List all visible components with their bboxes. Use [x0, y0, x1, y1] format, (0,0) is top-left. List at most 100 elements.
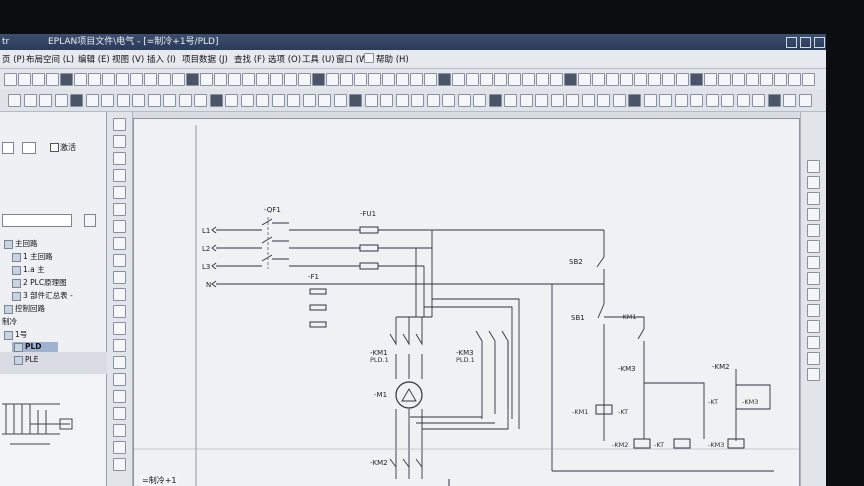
tree-item[interactable]: 制冷: [2, 317, 17, 326]
standard-tool-button-44[interactable]: [606, 73, 619, 86]
standard-tool-button-38[interactable]: [522, 73, 535, 86]
standard-tool-button-42[interactable]: [578, 73, 591, 86]
standard-tool-button-18[interactable]: [242, 73, 255, 86]
standard-tool-button-17[interactable]: [228, 73, 241, 86]
standard-tool-button-28[interactable]: [382, 73, 395, 86]
standard-tool-button-31[interactable]: [424, 73, 437, 86]
standard-tool-button-46[interactable]: [634, 73, 647, 86]
tree-item[interactable]: 3 部件汇总表 -: [12, 290, 73, 301]
draw-tool-button-5[interactable]: [113, 186, 126, 199]
standard-tool-button-29[interactable]: [396, 73, 409, 86]
standard-tool-button-34[interactable]: [466, 73, 479, 86]
standard-tool-button-10[interactable]: [130, 73, 143, 86]
symbol-tool-button-44[interactable]: [674, 94, 688, 107]
symbol-tool-button-50[interactable]: [767, 94, 781, 107]
standard-tool-button-37[interactable]: [508, 73, 521, 86]
symbol-tool-button-28[interactable]: [426, 94, 440, 107]
symbol-tool-button-9[interactable]: [132, 94, 145, 107]
standard-tool-button-39[interactable]: [536, 73, 549, 86]
standard-tool-button-23[interactable]: [312, 73, 325, 86]
standard-tool-button-22[interactable]: [298, 73, 311, 86]
filter-button[interactable]: [22, 142, 36, 154]
standard-tool-button-48[interactable]: [662, 73, 675, 86]
standard-tool-button-15[interactable]: [200, 73, 213, 86]
standard-tool-button-43[interactable]: [592, 73, 605, 86]
standard-tool-button-13[interactable]: [172, 73, 185, 86]
draw-tool-button-10[interactable]: [113, 271, 126, 284]
symbol-tool-button-36[interactable]: [550, 94, 564, 107]
draw-tool-button-15[interactable]: [113, 356, 126, 369]
draw-tool-button-11[interactable]: [113, 288, 126, 301]
draw-tool-button-4[interactable]: [113, 169, 126, 182]
standard-tool-button-40[interactable]: [550, 73, 563, 86]
draw-tool-button-16[interactable]: [113, 373, 126, 386]
standard-tool-button-30[interactable]: [410, 73, 423, 86]
symbol-tool-button-3[interactable]: [39, 94, 52, 107]
standard-tool-button-35[interactable]: [480, 73, 493, 86]
side-tool-button-1[interactable]: [807, 160, 820, 173]
draw-tool-button-3[interactable]: [113, 152, 126, 165]
symbol-tool-button-22[interactable]: [333, 94, 347, 107]
symbol-tool-button-16[interactable]: [240, 94, 254, 107]
menu-project-data[interactable]: 项目数据 (J): [182, 55, 228, 65]
symbol-tool-button-12[interactable]: [178, 94, 192, 107]
draw-tool-button-17[interactable]: [113, 390, 126, 403]
tree-item[interactable]: 1 主回路: [12, 251, 53, 262]
standard-tool-button-45[interactable]: [620, 73, 633, 86]
menu-page[interactable]: 页 (P): [2, 55, 25, 65]
standard-tool-button-51[interactable]: [704, 73, 717, 86]
symbol-tool-button-26[interactable]: [395, 94, 409, 107]
symbol-tool-button-51[interactable]: [783, 94, 796, 107]
symbol-tool-button-48[interactable]: [736, 94, 750, 107]
draw-tool-button-8[interactable]: [113, 237, 126, 250]
symbol-tool-button-29[interactable]: [442, 94, 455, 107]
menu-tools[interactable]: 工具 (U): [302, 55, 335, 65]
symbol-tool-button-52[interactable]: [798, 94, 812, 107]
standard-tool-button-49[interactable]: [676, 73, 689, 86]
symbol-tool-button-2[interactable]: [23, 94, 37, 107]
side-tool-button-10[interactable]: [807, 304, 820, 317]
standard-tool-button-11[interactable]: [144, 73, 157, 86]
standard-tool-button-55[interactable]: [760, 73, 773, 86]
draw-tool-button-1[interactable]: [113, 118, 126, 131]
search-options-button[interactable]: [84, 214, 96, 227]
draw-tool-button-2[interactable]: [113, 135, 126, 148]
tree-item[interactable]: 1.a 主: [12, 264, 45, 275]
schematic-canvas[interactable]: L1 L2 L3 N -QF1 -FU1: [133, 118, 800, 486]
side-tool-button-14[interactable]: [807, 368, 820, 381]
symbol-tool-button-40[interactable]: [612, 94, 626, 107]
menu-options[interactable]: 选项 (O): [268, 55, 302, 65]
symbol-tool-button-18[interactable]: [271, 94, 285, 107]
symbol-tool-button-43[interactable]: [659, 94, 672, 107]
symbol-tool-button-24[interactable]: [364, 94, 378, 107]
draw-tool-button-21[interactable]: [113, 458, 126, 471]
symbol-tool-button-46[interactable]: [705, 94, 719, 107]
symbol-tool-button-13[interactable]: [194, 94, 207, 107]
side-tool-button-11[interactable]: [807, 320, 820, 333]
search-input[interactable]: [2, 214, 72, 227]
menu-layout-space[interactable]: 布局空间 (L): [26, 55, 75, 65]
menu-window[interactable]: 窗口 (W): [336, 55, 371, 65]
standard-tool-button-24[interactable]: [326, 73, 339, 86]
draw-tool-button-13[interactable]: [113, 322, 126, 335]
menu-help[interactable]: 帮助 (H): [376, 55, 409, 65]
symbol-tool-button-21[interactable]: [318, 94, 331, 107]
symbol-tool-button-45[interactable]: [690, 94, 703, 107]
draw-tool-button-7[interactable]: [113, 220, 126, 233]
symbol-tool-button-32[interactable]: [488, 94, 502, 107]
standard-tool-button-20[interactable]: [270, 73, 283, 86]
standard-tool-button-2[interactable]: [18, 73, 31, 86]
standard-tool-button-57[interactable]: [788, 73, 801, 86]
side-tool-button-2[interactable]: [807, 176, 820, 189]
menu-find[interactable]: 查找 (F): [234, 55, 266, 65]
standard-tool-button-52[interactable]: [718, 73, 731, 86]
symbol-tool-button-30[interactable]: [457, 94, 471, 107]
draw-tool-button-6[interactable]: [113, 203, 126, 216]
side-tool-button-8[interactable]: [807, 272, 820, 285]
symbol-tool-button-33[interactable]: [504, 94, 517, 107]
symbol-tool-button-10[interactable]: [147, 94, 161, 107]
standard-tool-button-21[interactable]: [284, 73, 297, 86]
standard-tool-button-47[interactable]: [648, 73, 661, 86]
symbol-tool-button-19[interactable]: [287, 94, 300, 107]
standard-tool-button-56[interactable]: [774, 73, 787, 86]
